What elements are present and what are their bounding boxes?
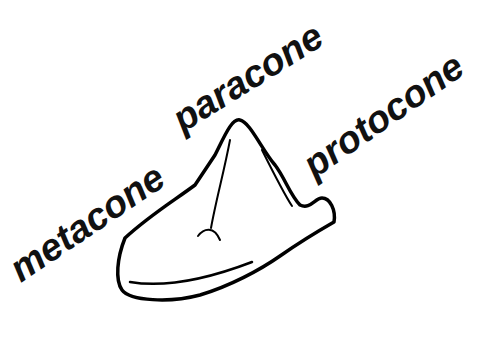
cusp-label: protocone xyxy=(296,46,470,184)
cusp-label: paracone xyxy=(166,16,329,138)
